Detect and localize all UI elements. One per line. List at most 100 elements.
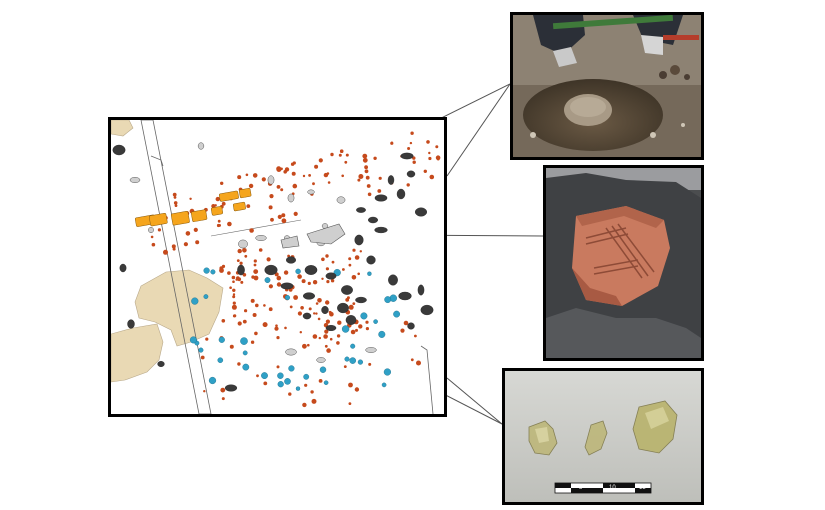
red-dot-marker xyxy=(403,320,409,326)
red-dot-marker xyxy=(280,188,284,192)
dark-stone-marker xyxy=(285,256,296,264)
red-dot-marker xyxy=(232,295,236,299)
red-dot-marker xyxy=(262,322,268,328)
red-dot-marker xyxy=(221,397,225,401)
red-dot-marker xyxy=(252,313,257,317)
red-dot-marker xyxy=(151,242,156,247)
red-dot-marker xyxy=(324,344,328,348)
light-stone-marker xyxy=(285,348,297,356)
red-dot-marker xyxy=(329,311,334,317)
red-dot-marker xyxy=(227,221,232,227)
red-dot-marker xyxy=(304,383,308,387)
red-dot-marker xyxy=(348,257,352,261)
red-dot-marker xyxy=(336,334,341,338)
red-dot-marker xyxy=(414,334,417,338)
red-dot-marker xyxy=(200,355,205,360)
blue-dot-marker xyxy=(191,297,199,305)
dark-stone-marker xyxy=(337,302,349,314)
light-stone-marker xyxy=(307,189,315,195)
red-dot-marker xyxy=(276,365,280,369)
red-dot-marker xyxy=(343,365,347,368)
red-dot-marker xyxy=(277,214,282,219)
red-dot-marker xyxy=(318,158,323,163)
orange-block-marker xyxy=(238,188,252,199)
orange-block-marker xyxy=(210,206,223,216)
red-dot-marker xyxy=(244,309,248,313)
red-dot-marker xyxy=(183,242,188,247)
blue-dot-marker xyxy=(378,330,386,338)
red-dot-marker xyxy=(313,312,316,315)
blue-dot-marker xyxy=(381,382,387,388)
red-dot-marker xyxy=(290,162,295,166)
dark-stone-marker xyxy=(302,312,312,320)
blue-dot-marker xyxy=(341,325,350,333)
red-dot-marker xyxy=(263,381,268,386)
red-dot-marker xyxy=(205,337,209,341)
red-dot-marker xyxy=(173,196,177,199)
red-dot-marker xyxy=(284,326,287,330)
red-dot-marker xyxy=(325,267,329,271)
dark-stone-marker xyxy=(112,144,126,156)
red-dot-marker xyxy=(315,302,319,305)
red-dot-marker xyxy=(410,131,414,135)
red-dot-marker xyxy=(314,164,319,169)
dark-stone-marker xyxy=(366,255,376,265)
connector-line-glass-2 xyxy=(446,377,503,425)
dark-stone-marker xyxy=(407,322,415,330)
blue-dot-marker xyxy=(218,336,225,343)
red-dot-marker xyxy=(407,147,411,150)
red-dot-marker xyxy=(426,140,430,144)
red-dot-marker xyxy=(325,319,330,324)
blue-dot-marker xyxy=(357,359,364,365)
red-dot-marker xyxy=(338,153,342,157)
red-dot-marker xyxy=(289,305,293,309)
red-dot-marker xyxy=(254,331,258,336)
red-dot-marker xyxy=(365,320,369,324)
blue-dot-marker xyxy=(350,343,356,349)
red-dot-marker xyxy=(216,223,221,228)
dark-stone-marker xyxy=(400,152,414,160)
red-dot-marker xyxy=(410,358,414,362)
red-dot-marker xyxy=(301,279,306,284)
dark-stone-marker xyxy=(420,304,434,316)
dark-stone-marker xyxy=(356,207,366,213)
red-dot-marker xyxy=(307,281,311,285)
dark-stone-marker xyxy=(302,292,315,300)
red-dot-marker xyxy=(326,348,331,353)
red-dot-marker xyxy=(231,275,236,280)
red-dot-marker xyxy=(354,255,360,260)
red-dot-marker xyxy=(310,390,314,394)
dark-stone-marker xyxy=(321,305,329,314)
red-dot-marker xyxy=(242,319,247,324)
red-dot-marker xyxy=(341,174,344,178)
light-stone-marker xyxy=(197,142,205,150)
red-dot-marker xyxy=(229,344,234,349)
red-dot-marker xyxy=(293,295,298,300)
blue-dot-marker xyxy=(242,350,248,356)
scale-label-15: 15 xyxy=(639,485,646,491)
blue-dot-marker xyxy=(261,372,268,380)
dark-stone-marker xyxy=(387,175,395,185)
red-dot-marker xyxy=(357,272,360,276)
red-dot-marker xyxy=(400,328,405,333)
blue-dot-marker xyxy=(384,296,392,304)
light-stone-marker xyxy=(238,239,248,249)
red-dot-marker xyxy=(174,204,178,207)
dark-stone-marker xyxy=(304,265,318,275)
red-dot-marker xyxy=(276,166,282,172)
red-dot-marker xyxy=(252,173,258,178)
red-dot-marker xyxy=(246,204,251,208)
orange-block-marker xyxy=(232,201,246,212)
tan-feature-top-left xyxy=(111,120,134,137)
red-dot-marker xyxy=(268,205,273,210)
dark-stone-marker xyxy=(345,315,357,325)
red-dot-marker xyxy=(409,141,413,145)
dark-stone-marker xyxy=(355,296,367,304)
red-dot-marker xyxy=(150,235,154,239)
red-dot-marker xyxy=(217,219,221,223)
light-stone-marker xyxy=(365,347,377,353)
red-dot-marker xyxy=(359,250,362,253)
dark-stone-marker xyxy=(224,384,238,392)
light-stone-marker xyxy=(129,177,141,183)
light-stone-marker xyxy=(316,357,326,363)
